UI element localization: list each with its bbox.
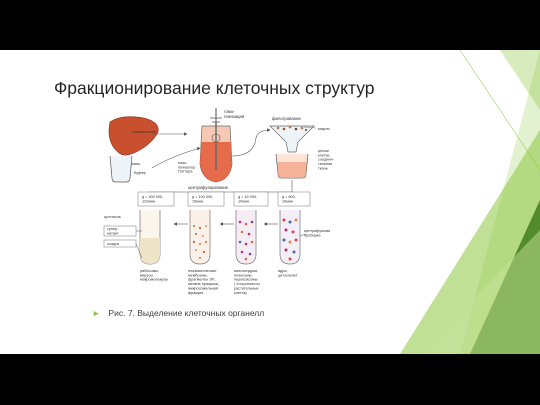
label-g4: g = 600,10мин (282, 195, 296, 203)
label-mincing: измельчение (132, 129, 157, 134)
label-buffer: буфер (134, 170, 147, 175)
label-g2: g = 100 000,15мин (192, 195, 213, 203)
label-centrifugation: центрифугирование (188, 185, 229, 190)
label-supernatant: супер-натант (107, 227, 119, 235)
tube-3-shape (235, 210, 257, 265)
filtered-tissue-marks (276, 125, 308, 132)
caption-bullet-icon: ► (92, 308, 101, 318)
tube-2-shape (189, 210, 211, 265)
label-g1: g = 300 000,120мин (142, 195, 163, 203)
label-sediment: осадок (107, 242, 119, 246)
label-filtering: фильтрование (272, 116, 301, 121)
cell-fractionation-figure: измельчение ткань буфер гомо-генизация г… (92, 108, 344, 338)
label-g3: g = 15 000,10мин (238, 195, 257, 203)
label-tissue: ткань (130, 161, 140, 166)
label-fraction-4: ядра,цитоскелет (278, 269, 298, 277)
label-homogenization: гомо-генизация (224, 109, 245, 119)
caption-row: ► Рис. 7. Выделение клеточных органелл (92, 308, 264, 318)
tube-4-shape (279, 210, 301, 265)
filter-funnel-shape (269, 125, 315, 153)
figure-caption: Рис. 7. Выделение клеточных органелл (108, 308, 265, 318)
buffer-beaker-shape (109, 155, 133, 183)
tube-4-particles (282, 218, 298, 261)
label-fraction-1: рибосомы,вирусы,макромолекулы (140, 269, 168, 282)
slide: Фракционирование клеточных структур изме… (0, 50, 540, 354)
tube-2-particles (192, 224, 208, 260)
label-cytosol: цитозоль (104, 214, 121, 219)
slide-title: Фракционирование клеточных структур (54, 78, 375, 98)
liver-tissue-shape (108, 116, 159, 156)
label-gauze: марля (318, 126, 330, 131)
tube-3-particles (238, 220, 254, 261)
green-decoration (400, 50, 540, 354)
label-fraction-3: митохондрии,лизосомы,пероксисомы( хлороп… (234, 269, 260, 295)
